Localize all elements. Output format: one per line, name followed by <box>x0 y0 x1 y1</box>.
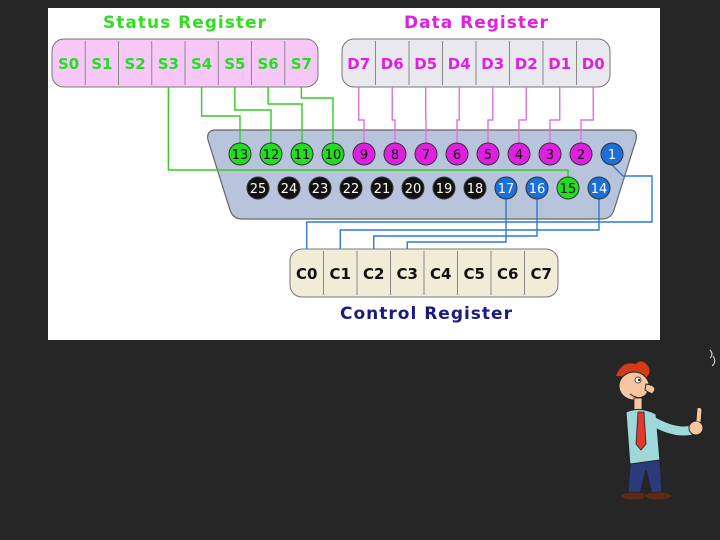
data-wire-2 <box>580 87 594 143</box>
data-bit-d2: D2 <box>515 55 538 73</box>
status-register-box: S0 S1 S2 S3 S4 S5 S6 S7 <box>51 38 319 88</box>
data-wire-9 <box>358 87 365 143</box>
pin-9: 9 <box>352 142 376 166</box>
status-wire-12 <box>234 87 272 143</box>
control-wire-17 <box>406 199 507 249</box>
pin-20: 20 <box>401 176 425 200</box>
pin-25-label: 25 <box>250 182 267 197</box>
pin-11: 11 <box>290 142 314 166</box>
data-bit-d7: D7 <box>347 55 370 73</box>
status-wire-15 <box>167 87 569 177</box>
pin-14: 14 <box>587 176 611 200</box>
control-wire-16 <box>373 199 538 249</box>
pin-13-label: 13 <box>232 148 249 163</box>
data-wire-3 <box>549 87 561 143</box>
pin-1: 1 <box>600 142 624 166</box>
pin-19: 19 <box>432 176 456 200</box>
cartoon-man-thumbs-up-icon <box>616 349 716 501</box>
control-wire-1 <box>306 164 653 249</box>
pin-4: 4 <box>507 142 531 166</box>
pin-15: 15 <box>556 176 580 200</box>
pin-13: 13 <box>228 142 252 166</box>
status-wire-10 <box>300 87 334 143</box>
control-bit-c1: C1 <box>330 265 351 283</box>
pin-5-label: 5 <box>484 148 492 163</box>
pin-22-label: 22 <box>343 182 360 197</box>
status-wire-13 <box>200 87 241 143</box>
pin-12-label: 12 <box>263 148 280 163</box>
data-register-title: Data Register <box>404 13 549 33</box>
pin-11-label: 11 <box>294 148 311 163</box>
pin-17: 17 <box>494 176 518 200</box>
pin-1-label: 1 <box>608 148 616 163</box>
data-bit-d0: D0 <box>582 55 605 73</box>
data-bit-d4: D4 <box>448 55 471 73</box>
pin-2: 2 <box>569 142 593 166</box>
pin-20-label: 20 <box>405 182 422 197</box>
status-bit-s5: S5 <box>224 55 245 73</box>
data-bit-d6: D6 <box>381 55 404 73</box>
pin-8-label: 8 <box>391 148 399 163</box>
pin-6-label: 6 <box>453 148 461 163</box>
control-bit-c6: C6 <box>497 265 518 283</box>
pin-9-label: 9 <box>360 148 368 163</box>
control-wire-14 <box>339 199 600 249</box>
control-bit-c0: C0 <box>296 265 317 283</box>
status-bit-s3: S3 <box>158 55 179 73</box>
pin-21-label: 21 <box>374 182 391 197</box>
pin-17-label: 17 <box>498 182 515 197</box>
pin-22: 22 <box>339 176 363 200</box>
status-bit-s2: S2 <box>125 55 146 73</box>
data-wire-5 <box>487 87 494 143</box>
status-bit-s1: S1 <box>91 55 112 73</box>
status-bit-s4: S4 <box>191 55 212 73</box>
pin-16: 16 <box>525 176 549 200</box>
status-bit-s7: S7 <box>291 55 312 73</box>
data-register-box: D7 D6 D5 D4 D3 D2 D1 D0 <box>341 38 611 88</box>
pin-3: 3 <box>538 142 562 166</box>
pin-2-label: 2 <box>577 148 585 163</box>
pin-10-label: 10 <box>325 148 342 163</box>
pin-14-label: 14 <box>591 182 608 197</box>
pin-8: 8 <box>383 142 407 166</box>
pin-15-label: 15 <box>560 182 577 197</box>
pin-23-label: 23 <box>312 182 329 197</box>
pin-25: 25 <box>246 176 270 200</box>
pin-24-label: 24 <box>281 182 298 197</box>
pin-24: 24 <box>277 176 301 200</box>
control-bit-c2: C2 <box>363 265 384 283</box>
pin-10: 10 <box>321 142 345 166</box>
data-bit-d1: D1 <box>548 55 571 73</box>
status-bit-s6: S6 <box>258 55 279 73</box>
pin-3-label: 3 <box>546 148 554 163</box>
pin-23: 23 <box>308 176 332 200</box>
control-register-box: C0 C1 C2 C3 C4 C5 C6 C7 <box>289 248 559 298</box>
control-bit-c3: C3 <box>397 265 418 283</box>
data-wire-6 <box>456 87 460 143</box>
pin-5: 5 <box>476 142 500 166</box>
pin-16-label: 16 <box>529 182 546 197</box>
pin-4-label: 4 <box>515 148 523 163</box>
data-bit-d3: D3 <box>481 55 504 73</box>
pin-18: 18 <box>463 176 487 200</box>
status-register-title: Status Register <box>103 13 267 33</box>
control-bit-c4: C4 <box>430 265 451 283</box>
status-bit-s0: S0 <box>58 55 79 73</box>
parallel-port-diagram: Status Register Data Register Control Re… <box>48 8 660 340</box>
control-bit-c7: C7 <box>531 265 552 283</box>
pin-6: 6 <box>445 142 469 166</box>
pin-21: 21 <box>370 176 394 200</box>
data-wire-8 <box>391 87 396 143</box>
control-register-title: Control Register <box>340 304 513 324</box>
data-wire-4 <box>518 87 527 143</box>
control-bit-c5: C5 <box>464 265 485 283</box>
data-bit-d5: D5 <box>414 55 437 73</box>
pin-12: 12 <box>259 142 283 166</box>
pin-19-label: 19 <box>436 182 453 197</box>
pin-18-label: 18 <box>467 182 484 197</box>
pin-7-label: 7 <box>422 148 430 163</box>
status-wire-11 <box>267 87 303 143</box>
pin-7: 7 <box>414 142 438 166</box>
